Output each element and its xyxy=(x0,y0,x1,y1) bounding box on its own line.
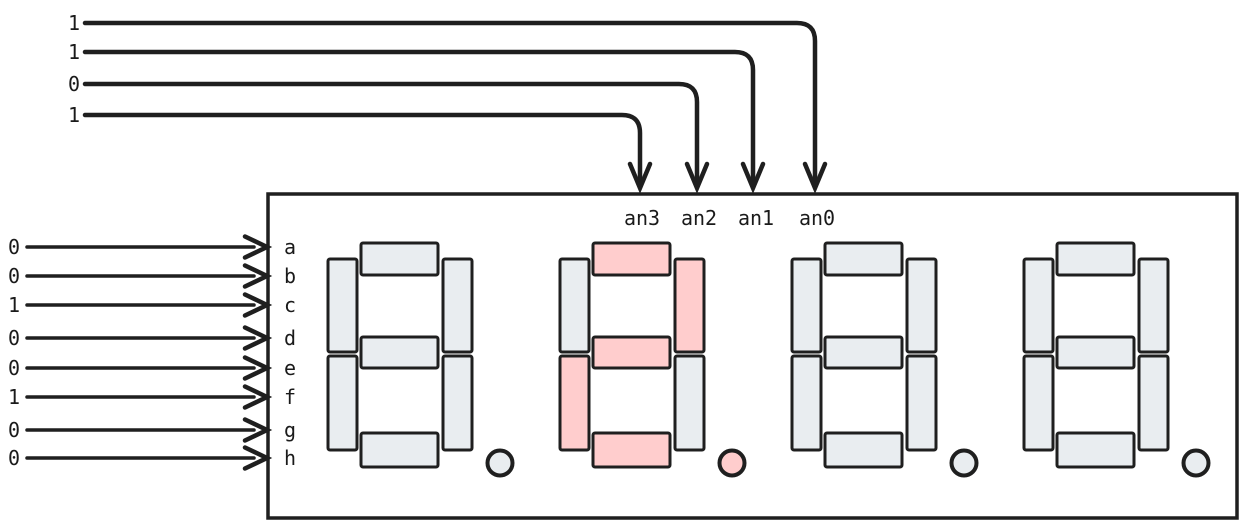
segment-input-value-b: 0 xyxy=(8,264,20,288)
pin-label-a: a xyxy=(284,235,296,259)
anode-input-value-an1: 1 xyxy=(68,40,80,64)
digit-an0 xyxy=(1022,241,1211,478)
digit-an1 xyxy=(790,241,979,478)
digit-an2-decimal-point xyxy=(717,448,747,478)
digit-an1-decimal-point xyxy=(949,448,979,478)
pin-label-an0: an0 xyxy=(799,206,835,230)
wire-an3 xyxy=(82,112,643,185)
pin-label-an1: an1 xyxy=(738,206,774,230)
digit-an0-segment-f xyxy=(1022,257,1055,354)
digit-an3 xyxy=(326,241,515,478)
digit-an0-decimal-point xyxy=(1181,448,1211,478)
pin-label-an2: an2 xyxy=(681,206,717,230)
digit-an1-segment-f xyxy=(790,257,823,354)
anode-input-value-an0: 1 xyxy=(68,11,80,35)
segment-input-value-c: 1 xyxy=(8,293,20,317)
digit-an3-segment-f xyxy=(326,257,359,354)
digit-an0-segment-c xyxy=(1137,354,1170,452)
pin-label-b: b xyxy=(284,264,296,288)
pin-label-d: d xyxy=(284,326,296,350)
pin-label-an3: an3 xyxy=(624,206,660,230)
digit-an1-segment-d xyxy=(823,431,904,469)
anode-pin-labels: an3 an2 an1 an0 xyxy=(624,206,835,230)
arrowhead-an2 xyxy=(684,161,710,194)
segment-input-value-g: 0 xyxy=(8,418,20,442)
arrowhead-an1 xyxy=(740,161,766,194)
digit-an2-segment-f xyxy=(558,257,591,354)
segment-input-value-a: 0 xyxy=(8,235,20,259)
digit-an1-segment-b xyxy=(905,257,938,354)
wire-an1 xyxy=(82,49,756,185)
arrowhead-seg-e xyxy=(242,355,273,381)
wire-an0 xyxy=(82,20,818,185)
segment-input-value-e: 0 xyxy=(8,356,20,380)
anode-wires: 1 1 0 1 xyxy=(68,11,828,194)
arrowhead-seg-d xyxy=(242,325,273,351)
digit-an2-segment-a xyxy=(591,241,672,277)
digit-an3-decimal-point xyxy=(485,448,515,478)
pin-label-g: g xyxy=(284,418,296,442)
pin-label-f: f xyxy=(284,385,296,409)
segment-input-value-h: 0 xyxy=(8,446,20,470)
arrowhead-seg-g xyxy=(242,417,273,443)
arrowhead-seg-b xyxy=(242,263,273,289)
digit-an1-segment-g xyxy=(823,335,904,370)
arrowhead-seg-f xyxy=(242,384,273,410)
digit-an1-segment-a xyxy=(823,241,904,277)
digit-an3-segment-g xyxy=(359,335,440,370)
digit-an3-segment-d xyxy=(359,431,440,469)
digit-an2-segment-g xyxy=(591,335,672,370)
digit-an0-segment-a xyxy=(1055,241,1136,277)
digit-an3-segment-c xyxy=(441,354,474,452)
arrowhead-an0 xyxy=(802,161,828,194)
segment-input-value-f: 1 xyxy=(8,385,20,409)
arrowhead-seg-a xyxy=(242,234,273,260)
digit-an2-segment-c xyxy=(673,354,706,452)
digit-an1-segment-e xyxy=(790,354,823,452)
segment-input-value-d: 0 xyxy=(8,326,20,350)
digit-an0-segment-e xyxy=(1022,354,1055,452)
digit-an3-segment-a xyxy=(359,241,440,277)
pin-label-e: e xyxy=(284,356,296,380)
pin-label-h: h xyxy=(284,446,296,470)
digit-an2 xyxy=(558,241,747,478)
digit-an2-segment-d xyxy=(591,431,672,469)
digit-an2-segment-e xyxy=(558,354,591,452)
wire-an2 xyxy=(82,81,700,185)
segment-wires: 0 a 0 b 1 c 0 d 0 e 1 f 0 g 0 h xyxy=(8,234,296,471)
digit-an2-segment-b xyxy=(673,257,706,354)
digit-an1-segment-c xyxy=(905,354,938,452)
pin-label-c: c xyxy=(284,293,296,317)
digit-an3-segment-b xyxy=(441,257,474,354)
digit-an0-segment-d xyxy=(1055,431,1136,469)
anode-input-value-an2: 0 xyxy=(68,72,80,96)
digit-an0-segment-b xyxy=(1137,257,1170,354)
arrowhead-seg-c xyxy=(242,292,273,318)
digit-an3-segment-e xyxy=(326,354,359,452)
digit-an0-segment-g xyxy=(1055,335,1136,370)
anode-input-value-an3: 1 xyxy=(68,103,80,127)
arrowhead-seg-h xyxy=(242,445,273,471)
arrowhead-an3 xyxy=(627,161,653,194)
